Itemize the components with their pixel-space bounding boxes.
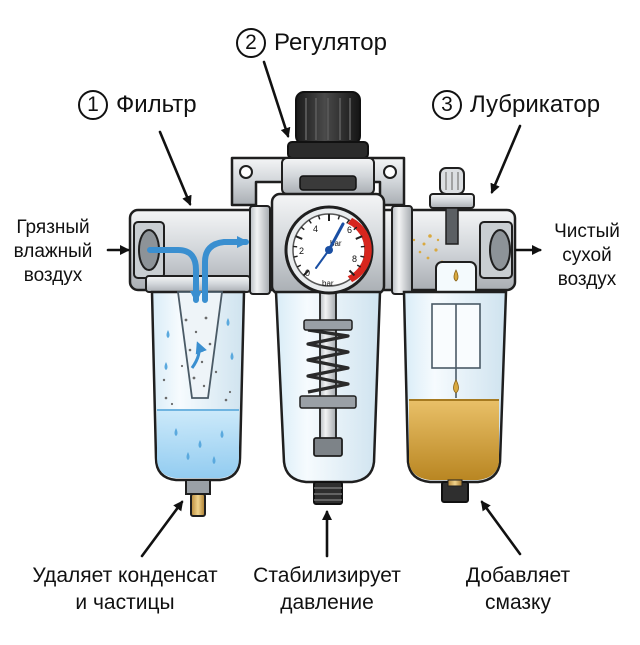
filter-title-text: Фильтр [116,91,197,119]
inlet-label: Грязный влажный воздух [4,216,102,288]
regulator-number-badge: 2 [236,28,266,58]
filter-title: 1 Фильтр [78,90,197,120]
outlet-label-line: сухой [542,244,632,268]
regulator-function-line: давление [238,589,416,616]
inlet-label-line: влажный [4,240,102,264]
outlet-label-line: воздух [542,268,632,292]
filter-bowl [146,242,250,516]
regulator-title-text: Регулятор [274,29,387,57]
lubricator-function-label: Добавляет смазку [448,562,588,616]
lubricator-function-line: смазку [448,589,588,616]
gauge-tick-label: 4 [313,224,318,234]
outlet-label-line: Чистый [542,220,632,244]
inlet-label-line: Грязный [4,216,102,240]
gauge-tick-mark [294,256,298,257]
lubricator-title: 3 Лубрикатор [432,90,600,120]
filter-function-line: Удаляет конденсат [20,562,230,589]
gauge-unit-label: bar [322,279,334,288]
regulator-function-label: Стабилизирует давление [238,562,416,616]
regulator-title: 2 Регулятор [236,28,387,58]
lubricator-number-badge: 3 [432,90,462,120]
outlet-label: Чистый сухой воздух [542,220,632,292]
lubricator-title-text: Лубрикатор [470,91,600,119]
filter-function-label: Удаляет конденсат и частицы [20,562,230,616]
gauge-tick-label: 8 [352,254,357,264]
inlet-label-line: воздух [4,264,102,288]
gauge-tick-label: 0 [305,268,310,278]
gauge-tick-mark [360,256,364,257]
filter-function-line: и частицы [20,589,230,616]
regulator-body [272,92,384,504]
regulator-function-line: Стабилизирует [238,562,416,589]
lubricator-function-line: Добавляет [448,562,588,589]
gauge-tick-label: 2 [299,246,304,256]
filter-number-badge: 1 [78,90,108,120]
gauge-tick-label: 6 [347,225,352,235]
pressure-gauge: 0 2 4 6 8 bar bar [286,207,372,293]
